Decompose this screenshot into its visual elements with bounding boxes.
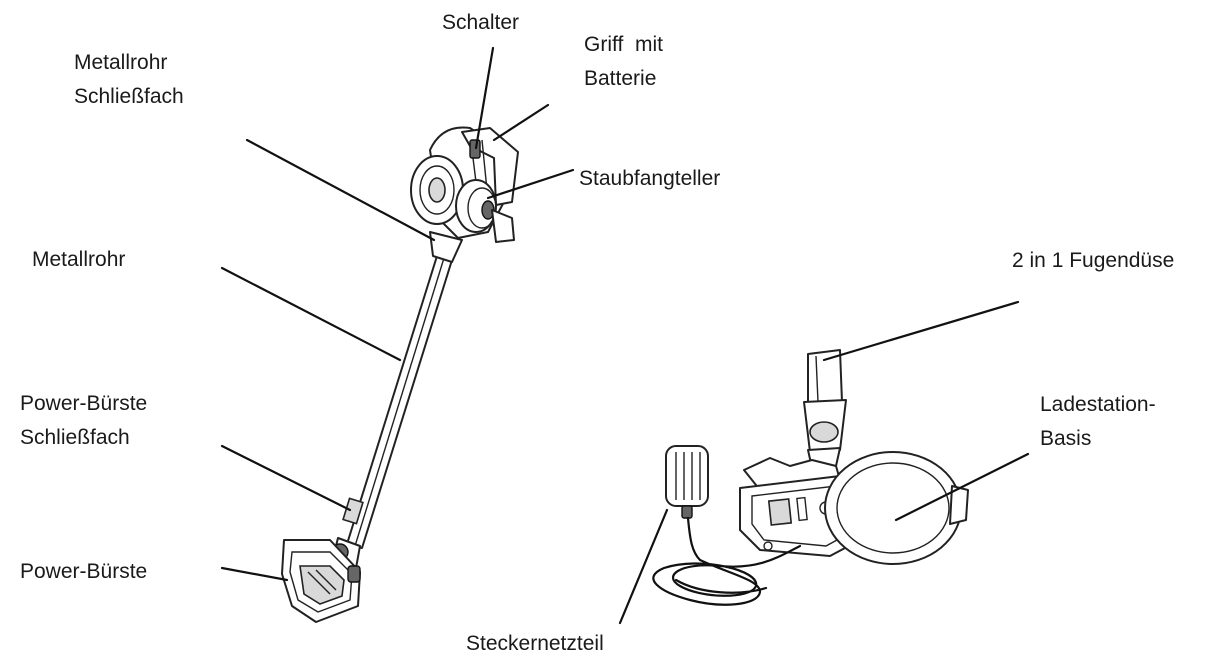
label-staubfangteller: Staubfangteller [579, 167, 721, 190]
label-ladestation-line1: Ladestation- [1040, 393, 1156, 416]
charging-base [739, 451, 969, 565]
label-metallrohr-schliessfach-line1: Metallrohr [74, 51, 168, 74]
leader-staubfangteller [486, 168, 575, 200]
power-cord [652, 516, 802, 606]
label-fugenduese: 2 in 1 Fugendüse [1012, 249, 1175, 272]
label-power-buerste-schliessfach-line2: Schließfach [20, 426, 130, 449]
power-brush-head [281, 537, 361, 623]
label-griff-line1: Griff mit [584, 33, 663, 56]
leader-lines [220, 46, 1030, 625]
crevice-nozzle [803, 349, 847, 469]
leader-fugenduese [822, 300, 1020, 362]
label-power-buerste-schliessfach: Power-Bürste Schließfach [20, 387, 147, 455]
leader-power-buerste [220, 566, 289, 582]
leader-steckernetzteil [618, 508, 669, 625]
vacuum-main-body [410, 126, 519, 243]
leader-griff [492, 103, 550, 142]
label-metallrohr-schliessfach-line2: Schließfach [74, 85, 184, 108]
metal-tube [342, 231, 463, 549]
vacuum-cleaner-illustration [281, 126, 519, 623]
label-power-buerste-schliessfach-line1: Power-Bürste [20, 392, 148, 415]
label-metallrohr-schliessfach: Metallrohr Schließfach [74, 46, 184, 114]
charging-base-illustration [652, 349, 969, 606]
label-steckernetzteil: Steckernetzteil [466, 632, 604, 655]
label-ladestation-basis: Ladestation- Basis [1040, 388, 1156, 456]
leader-power-buerste-schliessfach [220, 444, 352, 512]
label-griff-mit-batterie: Griff mit Batterie [584, 28, 663, 96]
label-metallrohr: Metallrohr [32, 248, 126, 271]
leader-schalter [474, 46, 495, 150]
label-power-buerste: Power-Bürste [20, 560, 148, 583]
label-griff-line2: Batterie [584, 67, 657, 90]
plug-adapter [665, 445, 709, 519]
leader-metallrohr-schliessfach [245, 138, 436, 242]
label-ladestation-line2: Basis [1040, 427, 1092, 450]
leader-ladestation [894, 452, 1030, 522]
label-schalter: Schalter [442, 11, 520, 34]
leader-metallrohr [220, 266, 402, 362]
